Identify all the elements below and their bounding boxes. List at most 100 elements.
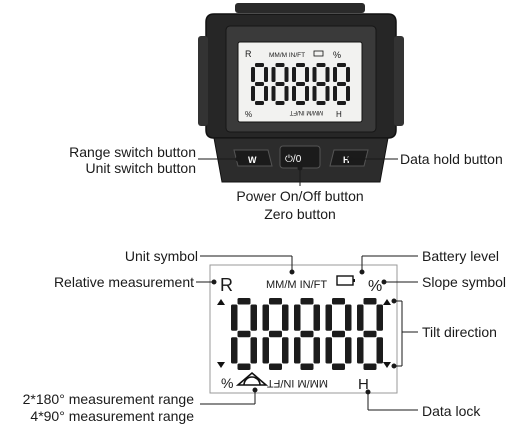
device-screen-segment bbox=[316, 101, 326, 105]
device-screen-segment bbox=[305, 67, 309, 82]
device: R MM/M IN/FT % % MM/M IN/FT H W ⏻/0 H bbox=[198, 3, 404, 183]
device-right-grip bbox=[394, 36, 404, 126]
device-screen-segment bbox=[255, 82, 264, 86]
display-segment bbox=[262, 337, 269, 364]
display-segment bbox=[282, 304, 289, 331]
display-segment bbox=[332, 363, 345, 370]
tilt-arrow-down-left bbox=[217, 362, 225, 368]
device-screen-segment bbox=[255, 101, 264, 105]
relative-measurement-label: Relative measurement bbox=[53, 274, 194, 290]
tilt-direction-label: Tilt direction bbox=[422, 324, 497, 340]
device-screen-bottom-units: MM/M IN/FT bbox=[289, 109, 323, 115]
device-screen-segment bbox=[292, 67, 296, 82]
display-right-label: % bbox=[368, 278, 382, 295]
display-segment bbox=[357, 304, 364, 331]
device-screen-segment bbox=[296, 101, 305, 105]
range-switch-label: Range switch button bbox=[69, 144, 196, 160]
tilt-arrow-down-right bbox=[383, 362, 391, 368]
device-screen-segment bbox=[284, 67, 289, 82]
device-screen-digits bbox=[251, 63, 350, 105]
data-hold-button-label: H bbox=[343, 155, 350, 165]
tilt-arrows bbox=[217, 299, 391, 368]
display-segment bbox=[250, 337, 257, 364]
device-screen-segment bbox=[333, 67, 337, 82]
display-segment bbox=[363, 330, 377, 338]
display-segment bbox=[376, 337, 383, 364]
data-lock-label: Data lock bbox=[422, 403, 481, 419]
display-digit bbox=[231, 298, 257, 370]
device-screen-segment bbox=[275, 63, 285, 67]
display-segment bbox=[363, 363, 377, 370]
display-segment bbox=[231, 337, 238, 364]
device-screen-segment bbox=[312, 67, 317, 82]
battery-level-label: Battery level bbox=[422, 248, 500, 264]
display-digit bbox=[294, 298, 320, 370]
device-screen-bottom-left: % bbox=[245, 110, 252, 119]
display-segment bbox=[237, 298, 251, 305]
display-segment bbox=[332, 330, 345, 338]
display-segment bbox=[300, 298, 314, 305]
display-segment bbox=[269, 363, 282, 370]
device-screen-segment bbox=[271, 86, 276, 101]
angle-range-icon bbox=[235, 371, 269, 386]
device-screen-segment bbox=[316, 63, 326, 67]
display-segment bbox=[313, 304, 320, 331]
device-screen-digit bbox=[333, 63, 350, 105]
device-screen-segment bbox=[264, 67, 268, 82]
range-90-label: 4*90° measurement range bbox=[30, 408, 194, 424]
display-segment bbox=[325, 337, 332, 364]
device-screen-segment bbox=[325, 67, 330, 82]
display-frame bbox=[209, 264, 398, 394]
device-screen-segment bbox=[333, 86, 337, 101]
device-left-grip bbox=[198, 36, 208, 126]
display-segment bbox=[237, 330, 251, 338]
device-screen-segment bbox=[337, 63, 346, 67]
display-segment bbox=[300, 330, 314, 338]
device-screen-segment bbox=[296, 63, 305, 67]
device-screen-segment bbox=[346, 67, 350, 82]
data-hold-label: Data hold button bbox=[400, 151, 503, 167]
device-screen-segment bbox=[251, 86, 255, 101]
device-screen-segment bbox=[264, 86, 268, 101]
tilt-arrow-up-right bbox=[383, 299, 391, 305]
display-units: MM/M IN/FT bbox=[266, 279, 327, 291]
display-segment bbox=[231, 304, 238, 331]
device-screen-segment bbox=[305, 86, 309, 101]
display-battery-icon bbox=[336, 275, 355, 286]
display-segment bbox=[325, 304, 332, 331]
device-screen-segment bbox=[271, 67, 276, 82]
zero-label: Zero button bbox=[264, 206, 336, 222]
display-segment bbox=[345, 337, 352, 364]
device-screen-digit bbox=[251, 63, 268, 105]
display-segment bbox=[376, 304, 383, 331]
device-screen-segment bbox=[325, 86, 330, 101]
display-segment bbox=[357, 337, 364, 364]
device-top-clip bbox=[235, 3, 365, 13]
device-screen-digit bbox=[312, 63, 330, 105]
device-screen-units: MM/M IN/FT bbox=[269, 52, 305, 59]
display-segment bbox=[332, 298, 345, 305]
unit-switch-label: Unit switch button bbox=[85, 160, 197, 176]
unit-symbol-label: Unit symbol bbox=[124, 248, 198, 264]
device-screen-segment bbox=[337, 101, 346, 105]
range-180-label: 2*180° measurement range bbox=[22, 391, 194, 407]
device-screen-segment bbox=[284, 86, 289, 101]
top-leaders bbox=[198, 156, 398, 186]
display-digits bbox=[231, 298, 383, 370]
display-digit bbox=[262, 298, 289, 370]
display-left-label: R bbox=[220, 275, 233, 295]
device-screen-segment bbox=[275, 101, 285, 105]
device-screen-segment bbox=[346, 86, 350, 101]
display-diagram: R MM/M IN/FT % % MM/M IN/FT H bbox=[209, 264, 398, 394]
power-button[interactable]: ⏻/0 bbox=[279, 145, 321, 169]
device-screen-bottom-right: H bbox=[336, 110, 342, 119]
display-segment bbox=[282, 337, 289, 364]
display-segment bbox=[237, 363, 251, 370]
device-screen-segment bbox=[251, 67, 255, 82]
device-screen-segment bbox=[275, 82, 285, 86]
display-segment bbox=[363, 298, 377, 305]
display-segment bbox=[345, 304, 352, 331]
display-segment bbox=[269, 330, 282, 338]
display-bottom-units: MM/M IN/FT bbox=[267, 377, 328, 389]
